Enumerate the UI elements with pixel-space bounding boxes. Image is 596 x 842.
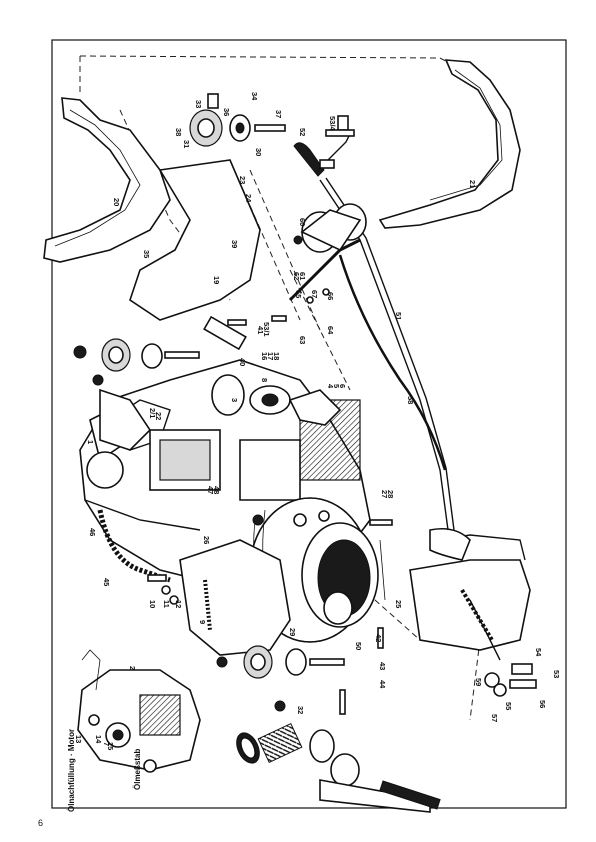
part-label-61: 61: [298, 272, 307, 280]
part-label-44: 44: [378, 680, 387, 689]
part-label-53-4: 53/4: [328, 116, 337, 131]
part-label-9: 9: [198, 620, 207, 624]
part-label-23: 23: [238, 176, 247, 184]
bracket-part-21: [378, 59, 521, 229]
part-label-59: 59: [474, 678, 483, 686]
part-label-19: 19: [212, 276, 221, 284]
air-filter: [293, 203, 367, 253]
muffler: [409, 527, 531, 651]
bracket-part-20: [43, 97, 171, 263]
part-label-66: 66: [326, 292, 335, 300]
part-label-47: 47: [206, 486, 215, 494]
silent-block-lower: [216, 645, 345, 712]
part-label-42: 42: [374, 634, 383, 642]
hose-part-45: [97, 509, 171, 583]
part-label-64: 64: [326, 326, 335, 335]
part-label-8: 8: [260, 378, 269, 382]
part-label-13: 13: [74, 735, 83, 743]
part-label-54: 54: [534, 648, 543, 657]
part-label-36: 36: [222, 108, 231, 116]
part-label-5: 5: [332, 384, 341, 388]
part-label-65: 65: [294, 290, 303, 298]
spring-part-9: [203, 579, 212, 631]
part-label-4: 4: [326, 384, 335, 389]
part-label-12: 12: [174, 600, 183, 608]
part-label-60: 60: [298, 218, 307, 226]
part-label-6: 6: [338, 384, 347, 388]
throttle-lever: [293, 115, 355, 177]
part-label-40: 40: [238, 358, 247, 366]
inset-caption: Ölnachfüllung · Motor: [67, 729, 76, 812]
part-label-28: 28: [386, 490, 395, 498]
part-label-38: 38: [174, 128, 183, 136]
part-label-22: 22: [154, 412, 163, 420]
part-label-24: 24: [244, 194, 253, 203]
part-label-55: 55: [504, 702, 513, 710]
part-label-51: 51: [394, 312, 403, 320]
part-label-7: 7: [102, 742, 111, 746]
part-label-2: 2: [128, 666, 137, 670]
part-label-53-1: 53/1: [262, 322, 271, 337]
inset-oil-fill-sketch: [77, 649, 201, 773]
part-label-34: 34: [250, 92, 259, 101]
part-label-57: 57: [490, 714, 499, 722]
part-label-30: 30: [254, 148, 263, 156]
part-label-58: 58: [406, 396, 415, 404]
silent-block-top: [189, 93, 286, 147]
part-label-63: 63: [298, 336, 307, 344]
part-label-17: 17: [266, 352, 275, 360]
oil-spring-assembly: [236, 722, 441, 813]
part-label-16: 16: [260, 352, 269, 360]
part-label-50: 50: [354, 642, 363, 650]
crankcase-lower: [179, 539, 291, 656]
part-label-2-1: 2/1: [148, 408, 157, 418]
part-label-14: 14: [94, 735, 103, 744]
part-label-10: 10: [148, 600, 157, 608]
part-label-43: 43: [378, 662, 387, 670]
lever-parts-bottom-right: [460, 588, 537, 697]
part-label-52: 52: [298, 128, 307, 136]
part-label-62: 62: [292, 272, 301, 280]
part-label-32: 32: [296, 706, 305, 714]
mount-plate-part-19: [129, 159, 261, 321]
part-label-21: 21: [468, 180, 477, 188]
part-label-3: 3: [230, 398, 239, 402]
silent-block-left: [73, 338, 200, 386]
part-label-27: 27: [380, 490, 389, 498]
part-label-46: 46: [88, 528, 97, 536]
part-label-15: 15: [106, 742, 115, 750]
part-label-37: 37: [274, 110, 283, 118]
part-label-18: 18: [272, 352, 281, 360]
part-label-29: 29: [288, 628, 297, 636]
inset-caption-dipstick: Ölmeßstab: [133, 749, 142, 790]
part-label-33: 33: [194, 100, 203, 108]
part-label-39: 39: [230, 240, 239, 248]
page-frame: [51, 39, 567, 809]
part-label-45: 45: [102, 578, 111, 586]
part-label-41: 41: [256, 326, 265, 334]
intake-manifold: [99, 315, 342, 451]
part-label-31: 31: [182, 140, 191, 148]
page-number: 6: [38, 818, 44, 828]
part-label-53: 53: [552, 670, 561, 678]
part-label-56: 56: [538, 700, 547, 708]
part-label-11: 11: [162, 600, 171, 608]
part-label-48: 48: [212, 486, 221, 494]
hardware: [147, 288, 393, 715]
part-label-35: 35: [142, 250, 151, 258]
part-label-1: 1: [86, 440, 95, 444]
part-label-26: 26: [202, 536, 211, 544]
part-label-67: 67: [310, 290, 319, 298]
part-label-25: 25: [394, 600, 403, 608]
part-label-20: 20: [112, 198, 121, 206]
